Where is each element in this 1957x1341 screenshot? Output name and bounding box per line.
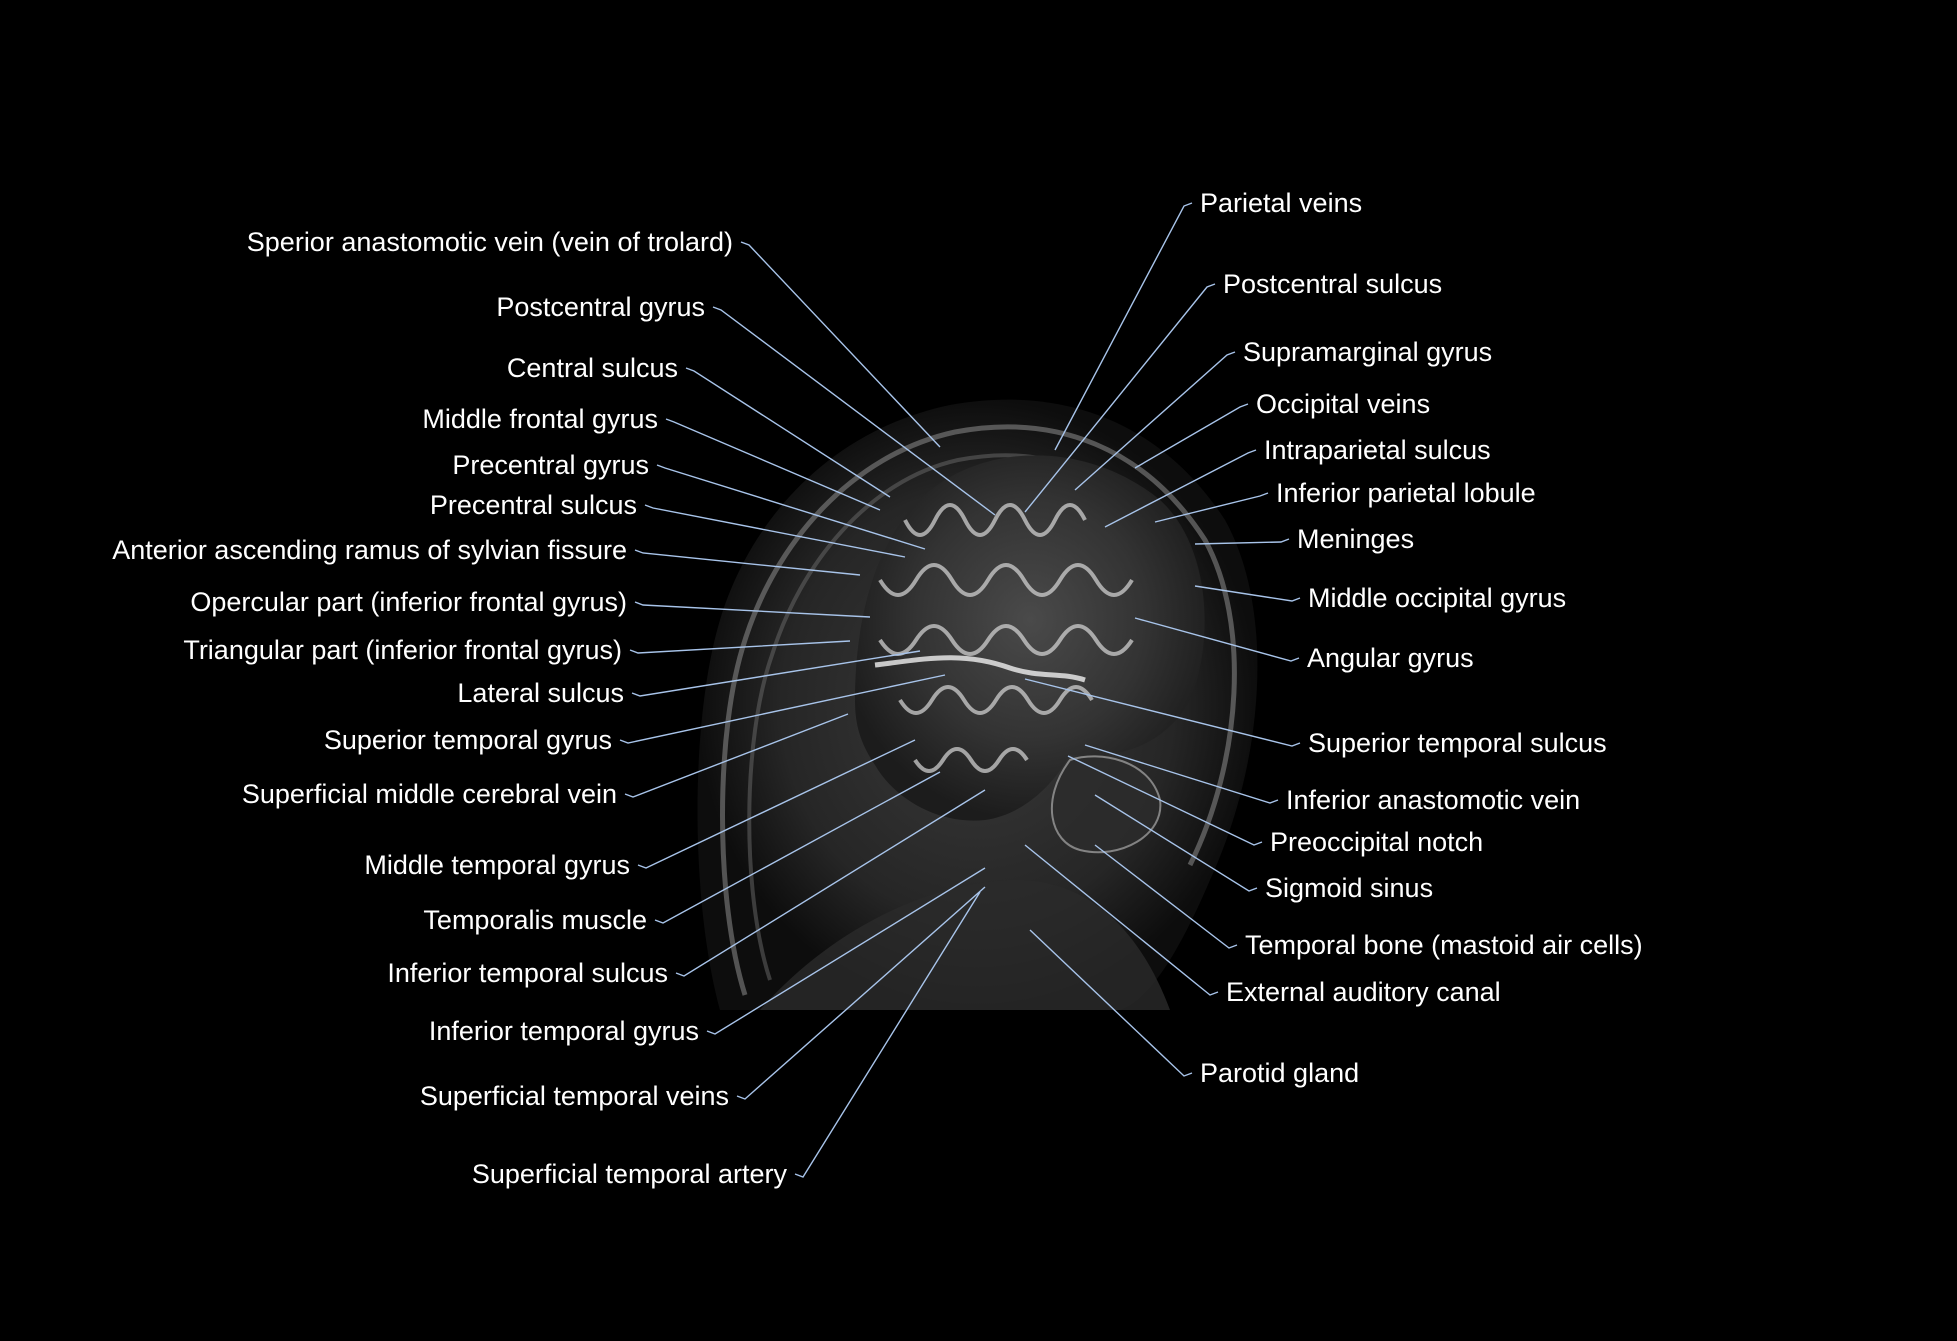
leader-preoccipital-notch [1067, 755, 1263, 846]
leader-superficial-temporal-artery [794, 891, 981, 1178]
label-superior-temporal-gyrus: Superior temporal gyrus [324, 725, 612, 755]
label-lateral-sulcus: Lateral sulcus [457, 678, 624, 708]
label-temporalis-muscle: Temporalis muscle [423, 905, 647, 935]
leader-inferior-parietal-lobule [1154, 492, 1269, 523]
label-parotid-gland: Parotid gland [1200, 1058, 1359, 1088]
leader-lines [619, 202, 1301, 1178]
label-group: Sperior anastomotic vein (vein of trolar… [112, 188, 1642, 1189]
neck-soft-tissue [760, 880, 1170, 1010]
label-triangular-part-inferior-frontal-gyrus: Triangular part (inferior frontal gyrus) [183, 635, 622, 665]
label-superficial-middle-cerebral-vein: Superficial middle cerebral vein [242, 779, 617, 809]
leader-precentral-gyrus [656, 464, 926, 550]
leader-middle-frontal-gyrus [665, 418, 881, 511]
leader-middle-occipital-gyrus [1194, 585, 1301, 602]
gyri-folds [878, 503, 1134, 773]
label-sperior-anastomotic-vein-vein-of-trolard: Sperior anastomotic vein (vein of trolar… [247, 227, 733, 257]
label-postcentral-gyrus: Postcentral gyrus [496, 292, 705, 322]
leader-superior-temporal-sulcus [1024, 678, 1301, 747]
lateral-fissure [874, 655, 1086, 683]
leader-inferior-anastomotic-vein [1084, 744, 1279, 804]
leader-inferior-temporal-gyrus [706, 867, 986, 1035]
label-postcentral-sulcus: Postcentral sulcus [1223, 269, 1442, 299]
leader-postcentral-sulcus [1024, 283, 1216, 513]
label-inferior-parietal-lobule: Inferior parietal lobule [1276, 478, 1536, 508]
leader-postcentral-gyrus [712, 306, 996, 516]
leader-sigmoid-sinus [1094, 794, 1258, 892]
label-inferior-temporal-sulcus: Inferior temporal sulcus [387, 958, 668, 988]
leader-external-auditory-canal [1024, 844, 1219, 996]
leader-precentral-sulcus [644, 504, 906, 558]
leader-lateral-sulcus [631, 650, 921, 697]
label-superficial-temporal-veins: Superficial temporal veins [420, 1081, 729, 1111]
leader-angular-gyrus [1134, 617, 1300, 662]
label-temporal-bone-mastoid-air-cells: Temporal bone (mastoid air cells) [1245, 930, 1643, 960]
leader-supramarginal-gyrus [1074, 351, 1236, 491]
label-anterior-ascending-ramus-of-sylvian-fissure: Anterior ascending ramus of sylvian fiss… [112, 535, 627, 565]
skull-ring-outer [720, 424, 1237, 996]
label-supramarginal-gyrus: Supramarginal gyrus [1243, 337, 1492, 367]
label-opercular-part-inferior-frontal-gyrus: Opercular part (inferior frontal gyrus) [190, 587, 627, 617]
label-intraparietal-sulcus: Intraparietal sulcus [1264, 435, 1491, 465]
leader-occipital-veins [1134, 403, 1249, 469]
leader-parotid-gland [1029, 929, 1193, 1077]
leader-superficial-temporal-veins [736, 886, 986, 1100]
leader-superior-temporal-gyrus [619, 674, 946, 744]
leader-parietal-veins [1054, 202, 1193, 451]
leader-superficial-middle-cerebral-vein [624, 713, 849, 798]
label-precentral-sulcus: Precentral sulcus [430, 490, 637, 520]
label-preoccipital-notch: Preoccipital notch [1270, 827, 1483, 857]
leader-triangular-part-inferior-frontal-gyrus [629, 640, 851, 654]
label-central-sulcus: Central sulcus [507, 353, 678, 383]
label-parietal-veins: Parietal veins [1200, 188, 1362, 218]
leader-meninges [1194, 538, 1290, 545]
label-precentral-gyrus: Precentral gyrus [452, 450, 649, 480]
label-superior-temporal-sulcus: Superior temporal sulcus [1308, 728, 1607, 758]
label-inferior-temporal-gyrus: Inferior temporal gyrus [429, 1016, 699, 1046]
leader-opercular-part-inferior-frontal-gyrus [634, 601, 871, 618]
label-sigmoid-sinus: Sigmoid sinus [1265, 873, 1433, 903]
label-occipital-veins: Occipital veins [1256, 389, 1430, 419]
label-superficial-temporal-artery: Superficial temporal artery [472, 1159, 788, 1189]
label-middle-frontal-gyrus: Middle frontal gyrus [422, 404, 658, 434]
label-external-auditory-canal: External auditory canal [1226, 977, 1501, 1007]
label-middle-temporal-gyrus: Middle temporal gyrus [364, 850, 630, 880]
mri-slice-image [697, 399, 1258, 1010]
leader-central-sulcus [685, 367, 891, 498]
label-inferior-anastomotic-vein: Inferior anastomotic vein [1286, 785, 1580, 815]
leader-temporal-bone-mastoid-air-cells [1094, 844, 1238, 949]
cerebellum-region [1050, 755, 1162, 854]
brain-region [855, 455, 1205, 821]
label-meninges: Meninges [1297, 524, 1414, 554]
leader-sperior-anastomotic-vein-vein-of-trolard [740, 241, 941, 448]
leader-anterior-ascending-ramus-of-sylvian-fissure [634, 549, 861, 576]
label-middle-occipital-gyrus: Middle occipital gyrus [1308, 583, 1566, 613]
leader-intraparietal-sulcus [1104, 449, 1257, 528]
leader-temporalis-muscle [654, 771, 941, 924]
leader-middle-temporal-gyrus [637, 739, 916, 869]
label-angular-gyrus: Angular gyrus [1307, 643, 1474, 673]
leader-inferior-temporal-sulcus [675, 789, 986, 977]
